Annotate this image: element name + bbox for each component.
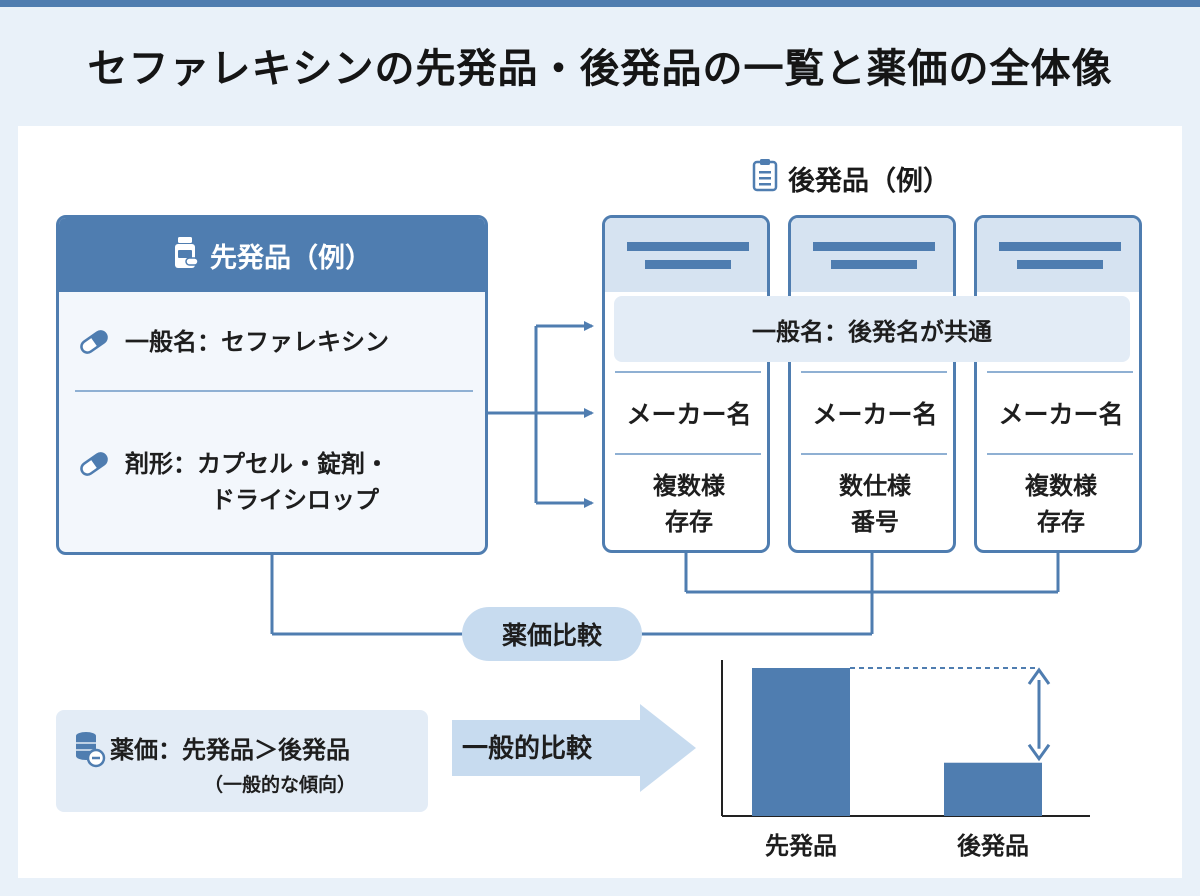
placeholder-bar xyxy=(627,242,749,251)
generic-divider xyxy=(987,371,1133,373)
generics-heading: 後発品（例） xyxy=(752,158,950,199)
pill-bottle-icon xyxy=(172,236,200,274)
clipboard-icon xyxy=(752,158,778,199)
general-comparison-label: 一般的比較 xyxy=(462,734,593,764)
price-bar-chart xyxy=(721,660,1090,817)
price-note-main: 薬価：先発品＞後発品 xyxy=(110,736,350,764)
placeholder-bar xyxy=(831,260,917,269)
placeholder-bar xyxy=(1017,260,1103,269)
generic-card-header xyxy=(605,218,767,292)
generic-card-header xyxy=(791,218,953,292)
brand-dosage-line1: 剤形：カプセル・錠剤・ xyxy=(125,450,389,478)
bar-generic xyxy=(944,762,1042,816)
brand-dosage-line2: ドライシロップ xyxy=(211,486,379,514)
capsule-icon xyxy=(77,450,111,488)
generic-divider xyxy=(801,453,947,455)
placeholder-bar xyxy=(813,242,935,251)
brand-dosage-row: 剤形：カプセル・錠剤・ ドライシロップ xyxy=(77,446,389,518)
generic-divider xyxy=(615,453,761,455)
brand-generic-name: 一般名：セファレキシン xyxy=(125,328,389,356)
price-note-sub: （一般的な傾向） xyxy=(204,774,357,796)
generic-detail-line1: 複数様 xyxy=(1025,472,1097,500)
brand-card-header: 先発品（例） xyxy=(59,218,485,292)
generic-detail-line2: 存存 xyxy=(1037,508,1085,536)
coins-icon xyxy=(74,730,106,774)
generic-card-1: メーカー名 複数様 存存 xyxy=(602,215,770,553)
price-note-box: 薬価：先発品＞後発品 （一般的な傾向） xyxy=(56,710,428,812)
capsule-icon xyxy=(77,328,111,366)
brand-divider xyxy=(75,390,473,392)
brand-heading: 先発品（例） xyxy=(210,242,372,274)
generic-detail-line1: 複数様 xyxy=(653,472,725,500)
big-right-arrow xyxy=(452,704,696,792)
x-label-generic: 後発品 xyxy=(957,832,1029,860)
generic-card-3: メーカー名 複数様 存存 xyxy=(974,215,1142,553)
generic-detail-line2: 存存 xyxy=(665,508,713,536)
generics-heading-text: 後発品（例） xyxy=(788,166,950,197)
generic-card-header xyxy=(977,218,1139,292)
placeholder-bar xyxy=(999,242,1121,251)
brand-card: 先発品（例） 一般名：セファレキシン 剤形：カプセル・錠剤・ ドライシロ xyxy=(56,215,488,555)
difference-arrow-head-down xyxy=(1027,743,1051,762)
generic-detail-line1: 数仕様 xyxy=(839,472,911,500)
generic-maker: メーカー名 xyxy=(812,400,938,429)
generic-detail-line2: 番号 xyxy=(851,508,899,536)
generic-maker: メーカー名 xyxy=(626,400,752,429)
generics-common-name: 一般名：後発名が共通 xyxy=(614,296,1130,362)
brand-dosage-text: 剤形：カプセル・錠剤・ ドライシロップ xyxy=(125,446,389,518)
difference-arrow-head-up xyxy=(1027,667,1051,685)
x-label-brand: 先発品 xyxy=(765,832,837,860)
bar-brand xyxy=(752,668,850,816)
price-compare-pill: 薬価比較 xyxy=(462,607,642,661)
generic-divider xyxy=(615,371,761,373)
generic-divider xyxy=(801,371,947,373)
generic-maker: メーカー名 xyxy=(998,400,1124,429)
brand-generic-name-row: 一般名：セファレキシン xyxy=(77,324,389,366)
generic-divider xyxy=(987,453,1133,455)
top-accent-bar xyxy=(0,0,1200,7)
page-title: セファレキシンの先発品・後発品の一覧と薬価の全体像 xyxy=(87,46,1113,92)
generic-card-2: メーカー名 数仕様 番号 xyxy=(788,215,956,553)
placeholder-bar xyxy=(645,260,731,269)
